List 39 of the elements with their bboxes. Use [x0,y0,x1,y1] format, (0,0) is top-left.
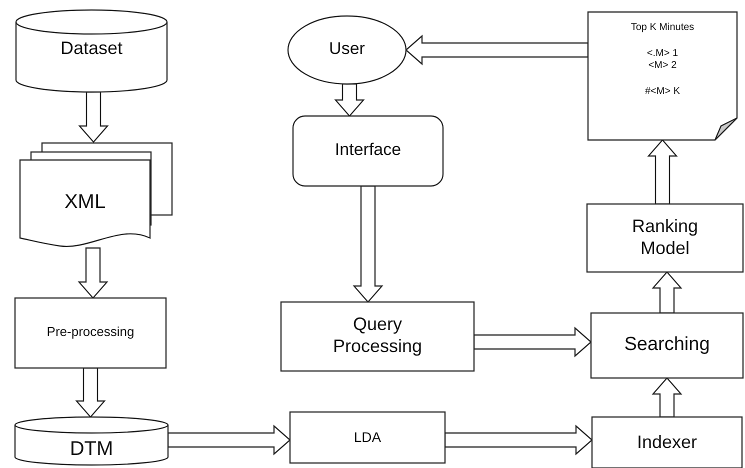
process-box [587,204,743,272]
actor-ellipse [288,16,406,84]
block-arrow [75,367,106,418]
node-label: <M> 2 [647,60,678,72]
process-box [15,298,166,368]
node-label: DTM [68,437,114,461]
node-label: <.M> 1 [646,48,680,60]
process-box [592,417,742,468]
process-box [290,412,445,463]
process-box [293,116,443,186]
node-label: LDA [352,429,382,446]
node-label: Query Processing [332,314,424,358]
block-arrow [405,34,589,66]
block-arrow [352,185,384,303]
document-shape [588,12,737,140]
document-title: Top K Minutes [630,22,696,34]
node-label: XML [63,190,107,214]
node-label: #<M> K [644,86,682,98]
node-label: Dataset [59,38,124,60]
block-arrow [473,326,592,358]
block-arrow [652,377,682,418]
block-arrow [78,247,108,299]
block-arrow [444,424,593,456]
block-arrow [647,139,678,205]
block-arrow [652,271,682,314]
database-cylinder [16,10,167,92]
node-label: Searching [623,334,711,357]
node-label: Ranking Model [630,216,700,260]
node-label: Pre-processing [46,324,136,340]
block-arrow [78,91,109,143]
node-label: Interface [334,140,402,160]
database-cylinder [15,417,168,465]
process-box [281,302,474,371]
block-arrow [334,83,365,117]
block-arrow [167,424,291,456]
process-box [591,313,743,378]
node-label: User [328,39,366,60]
multi-document-shape [20,142,172,248]
node-label: Indexer [636,432,698,454]
